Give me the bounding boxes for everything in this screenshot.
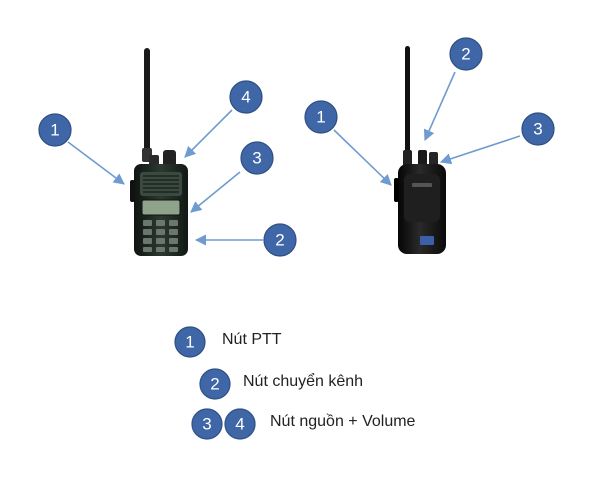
left-radio-image bbox=[130, 48, 188, 256]
legend-label-channel: Nút chuyển kênh bbox=[243, 373, 364, 390]
right-radio-speaker-panel bbox=[404, 174, 440, 222]
left-radio-grille-lines bbox=[143, 175, 179, 193]
svg-text:1: 1 bbox=[50, 121, 59, 140]
arrow-right-2 bbox=[423, 71, 456, 142]
svg-text:4: 4 bbox=[241, 88, 250, 107]
callout-left-2: 2 bbox=[263, 223, 297, 257]
svg-text:1: 1 bbox=[316, 108, 325, 127]
arrow-left-3 bbox=[190, 171, 241, 213]
left-radio-display bbox=[141, 199, 181, 216]
svg-text:4: 4 bbox=[235, 415, 244, 434]
svg-text:3: 3 bbox=[202, 415, 211, 434]
legend-badge-1: 1 bbox=[174, 326, 206, 358]
callout-left-1: 1 bbox=[38, 113, 72, 147]
arrow-right-3 bbox=[439, 135, 521, 165]
right-radio-antenna-base bbox=[403, 150, 412, 166]
left-radio-volume-knob bbox=[163, 150, 176, 168]
left-radio-keypad bbox=[143, 220, 178, 252]
right-radio-volume-knob bbox=[429, 152, 438, 166]
arrow-left-1 bbox=[67, 141, 125, 185]
legend-badge-3: 3 bbox=[191, 408, 223, 440]
callout-right-1: 1 bbox=[304, 100, 338, 134]
callout-left-3: 3 bbox=[240, 141, 274, 175]
callout-right-3: 3 bbox=[521, 112, 555, 146]
right-radio-image bbox=[394, 46, 446, 254]
right-radio-ptt-button bbox=[394, 178, 399, 202]
callout-left-4: 4 bbox=[229, 80, 263, 114]
svg-text:3: 3 bbox=[252, 149, 261, 168]
right-radio-antenna bbox=[405, 46, 410, 164]
legend-badge-2: 2 bbox=[199, 368, 231, 400]
svg-text:2: 2 bbox=[461, 45, 470, 64]
right-radio-channel-knob bbox=[418, 150, 427, 166]
right-radio-arrows bbox=[333, 71, 521, 186]
callout-right-2: 2 bbox=[449, 37, 483, 71]
arrow-left-4 bbox=[184, 109, 233, 158]
left-radio-arrows bbox=[67, 109, 263, 246]
svg-text:2: 2 bbox=[275, 231, 284, 250]
svg-text:1: 1 bbox=[185, 333, 194, 352]
arrow-right-1 bbox=[333, 129, 392, 186]
right-radio-logo bbox=[412, 183, 432, 187]
left-radio-ptt-button bbox=[130, 180, 135, 202]
svg-text:3: 3 bbox=[533, 120, 542, 139]
right-radio-badge bbox=[420, 236, 434, 245]
legend-badge-4: 4 bbox=[224, 408, 256, 440]
legend-label-power-volume: Nút nguồn + Volume bbox=[270, 413, 416, 430]
left-radio-antenna bbox=[144, 48, 150, 160]
legend-label-ptt: Nút PTT bbox=[222, 331, 282, 348]
svg-text:2: 2 bbox=[210, 375, 219, 394]
